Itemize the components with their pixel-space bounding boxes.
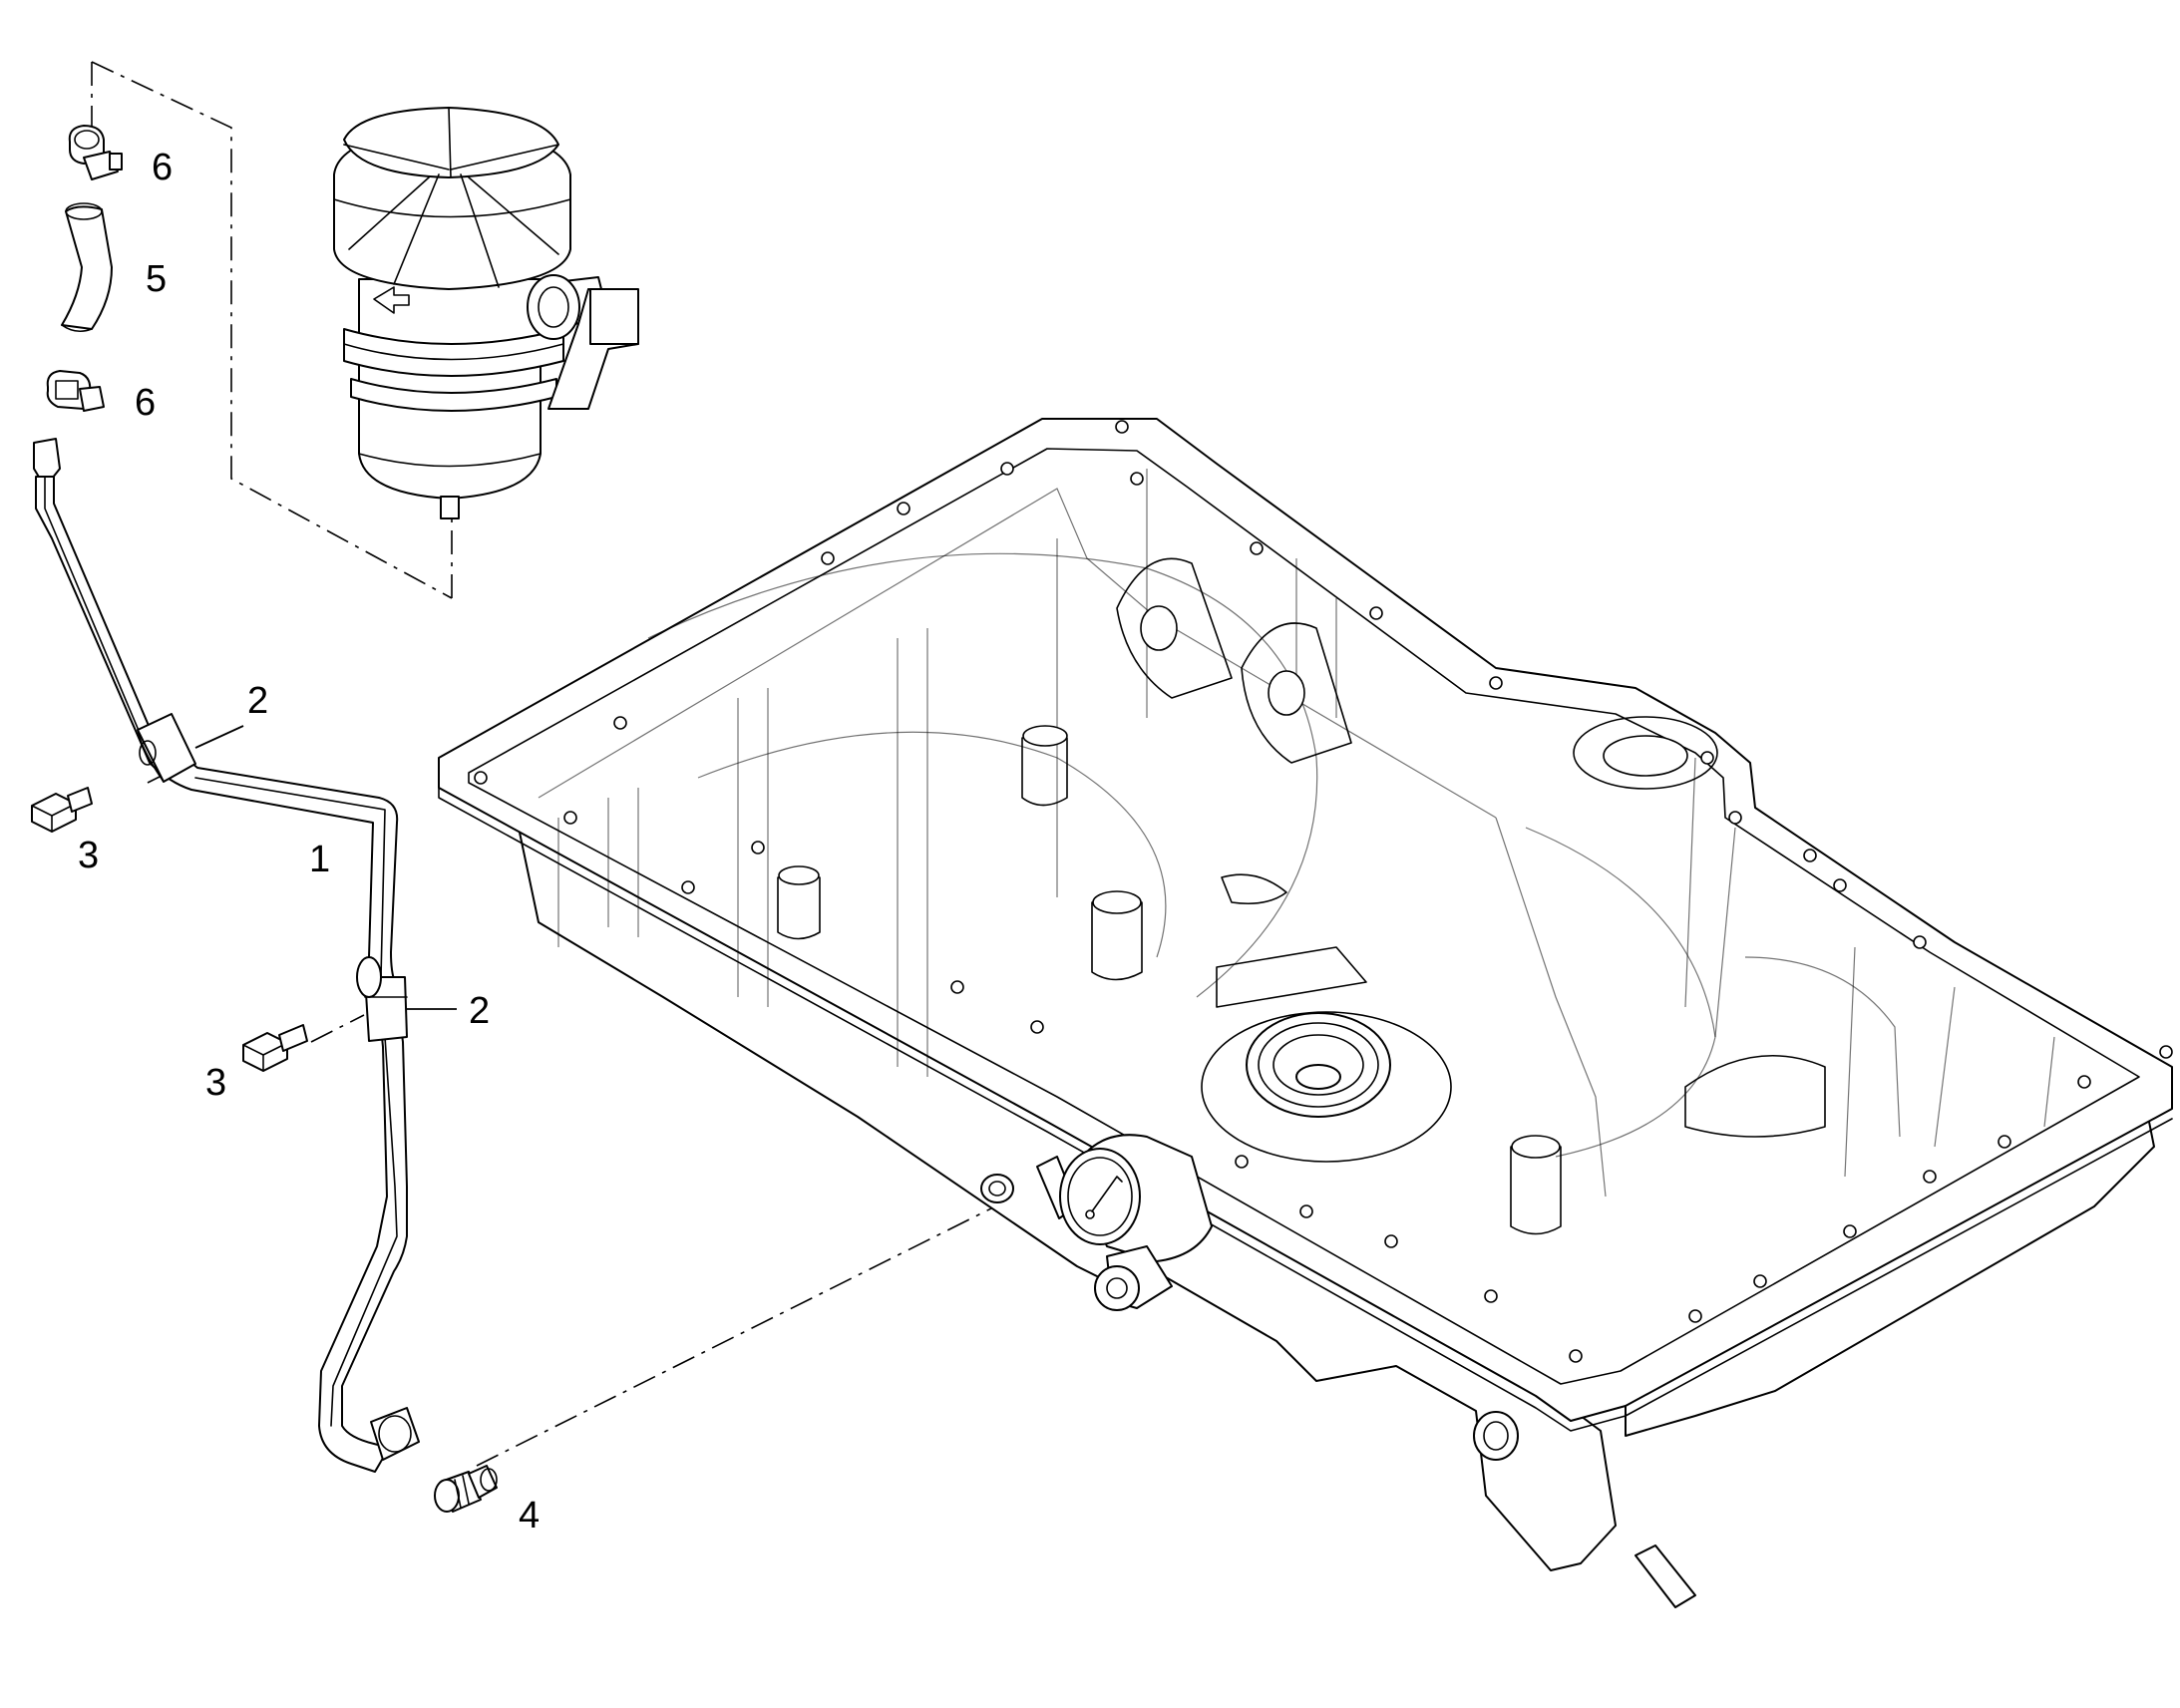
callout-6-top: 6	[152, 147, 173, 188]
callout-5: 5	[146, 258, 167, 300]
oil-pan	[438, 418, 2173, 1608]
oil-separator	[333, 107, 639, 519]
callout-3-lower: 3	[205, 1062, 226, 1104]
pipe-clip-lower	[356, 956, 408, 1042]
callout-1: 1	[309, 839, 330, 880]
bolt-lower	[242, 1024, 308, 1072]
flange-bolt-holes	[474, 420, 2173, 1363]
callout-3-upper: 3	[78, 835, 99, 876]
bolt-upper	[31, 787, 93, 833]
callout-4: 4	[519, 1495, 540, 1537]
breather-pipe	[33, 438, 420, 1473]
callout-2-upper: 2	[247, 680, 268, 722]
callout-2-lower: 2	[469, 990, 490, 1032]
assembly-dash-lines	[91, 61, 1006, 1467]
leader-lines	[194, 725, 457, 1010]
adapter-fitting	[434, 1465, 498, 1513]
hose-clamp-bottom	[46, 370, 105, 412]
callout-labels: 6 5 6 2 3 1 2 3 4	[78, 147, 540, 1537]
oil-level-sensor	[1059, 1134, 1213, 1311]
callout-6-bottom: 6	[135, 382, 156, 424]
pipe-clip-upper	[137, 713, 196, 783]
hose-segment	[61, 202, 113, 333]
hose-clamp-top	[68, 125, 123, 180]
